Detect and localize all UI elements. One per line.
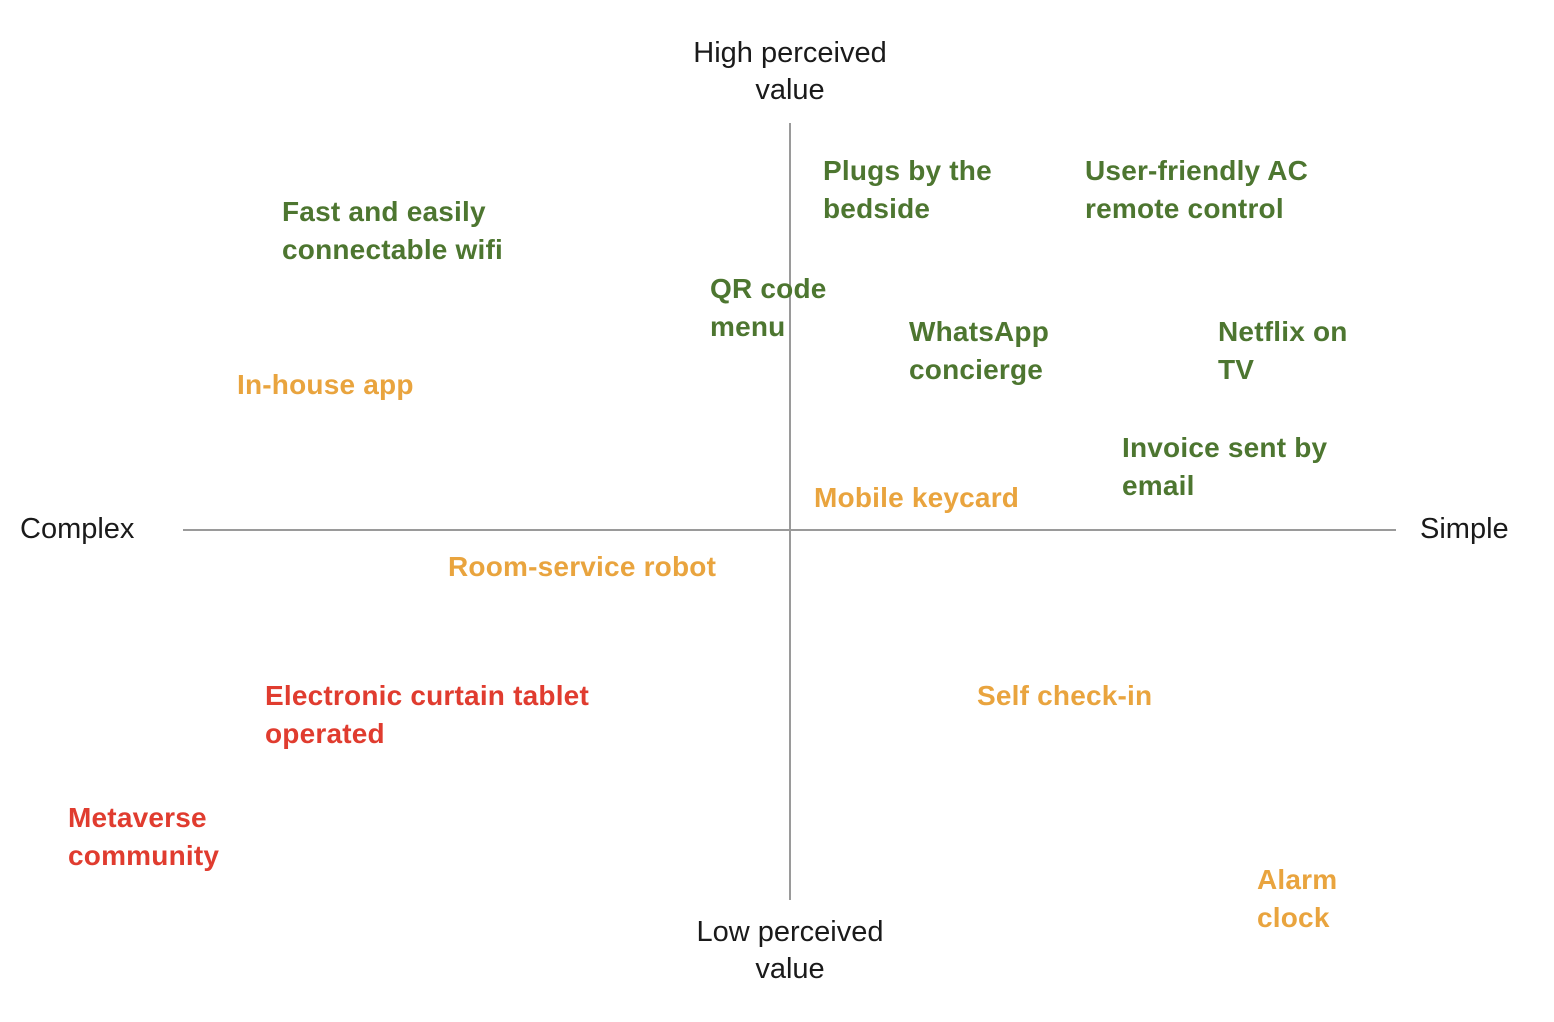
item-label-line: Netflix on (1218, 316, 1348, 347)
item-room-service-robot: Room-service robot (448, 548, 716, 586)
vertical-axis-line (789, 123, 791, 900)
item-netflix-on-tv: Netflix on TV (1218, 313, 1348, 389)
axis-label-top-line-1: High perceived (693, 37, 887, 69)
item-label-line: Metaverse (68, 802, 207, 833)
item-plugs-by-the-bedside: Plugs by the bedside (823, 152, 992, 228)
item-invoice-sent-by-email: Invoice sent by email (1122, 429, 1327, 505)
item-mobile-keycard: Mobile keycard (814, 479, 1019, 517)
item-label-line: In-house app (237, 369, 414, 400)
item-self-check-in: Self check-in (977, 677, 1152, 715)
item-label-line: Fast and easily (282, 196, 486, 227)
item-label-line: TV (1218, 354, 1255, 385)
item-label-line: community (68, 840, 220, 871)
item-label-line: WhatsApp (909, 316, 1050, 347)
item-alarm-clock: Alarm clock (1257, 861, 1337, 937)
axis-label-bottom: Low perceived value (640, 914, 940, 988)
item-qr-code-menu: QR code menu (710, 270, 827, 346)
axis-label-left: Complex (20, 513, 135, 545)
item-in-house-app: In-house app (237, 366, 414, 404)
item-label-line: clock (1257, 902, 1330, 933)
item-whatsapp-concierge: WhatsApp concierge (909, 313, 1049, 389)
axis-label-top-line-2: value (755, 74, 825, 106)
item-label-line: operated (265, 718, 385, 749)
item-label-line: remote control (1085, 193, 1284, 224)
item-label-line: Self check-in (977, 680, 1153, 711)
item-electronic-curtain-tablet-operated: Electronic curtain tablet operated (265, 677, 589, 753)
item-label-line: concierge (909, 354, 1044, 385)
item-label-line: Room-service robot (448, 551, 717, 582)
item-fast-and-easily-connectable-wifi: Fast and easily connectable wifi (282, 193, 503, 269)
item-label-line: Invoice sent by (1122, 432, 1328, 463)
item-label-line: Alarm (1257, 864, 1338, 895)
item-label-line: Mobile keycard (814, 482, 1020, 513)
item-label-line: menu (710, 311, 786, 342)
axis-label-right: Simple (1420, 513, 1509, 545)
item-label-line: Plugs by the (823, 155, 992, 186)
item-metaverse-community: Metaverse community (68, 799, 219, 875)
item-label-line: email (1122, 470, 1195, 501)
item-label-line: User-friendly AC (1085, 155, 1309, 186)
item-label-line: connectable wifi (282, 234, 504, 265)
axis-label-bottom-line-2: value (755, 953, 825, 985)
axis-label-bottom-line-1: Low perceived (696, 916, 884, 948)
axis-label-top: High perceived value (640, 35, 940, 109)
item-label-line: QR code (710, 273, 827, 304)
item-label-line: bedside (823, 193, 931, 224)
item-user-friendly-ac-remote-control: User-friendly AC remote control (1085, 152, 1308, 228)
item-label-line: Electronic curtain tablet (265, 680, 589, 711)
